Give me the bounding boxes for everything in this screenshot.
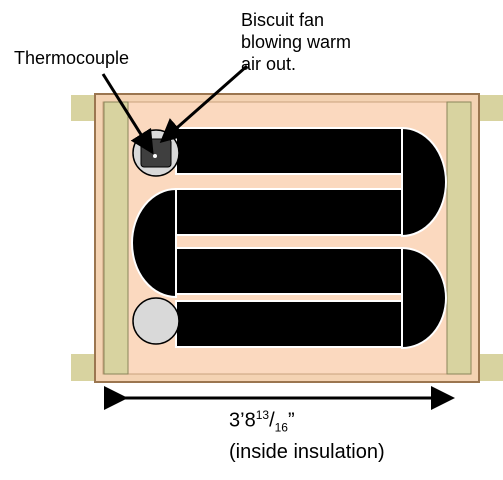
fan-label-line-2: blowing warm	[241, 32, 352, 52]
fan-label: Biscuit fan blowing warm air out.	[241, 9, 351, 75]
thermocouple-dot	[153, 154, 157, 158]
dimension-numerator: 13	[255, 408, 270, 422]
heater-run-4	[175, 300, 403, 348]
fan-label-line-3: air out.	[241, 54, 297, 74]
inner-stud-left	[103, 101, 129, 375]
stud-top-right	[478, 95, 503, 121]
stud-bottom-left	[71, 354, 96, 381]
thermocouple-leader-arrow	[101, 73, 154, 155]
thermocouple-label: Thermocouple	[14, 48, 130, 68]
fan-label-line-1: Biscuit fan	[241, 10, 325, 30]
fan-circle-bottom	[132, 297, 180, 345]
heater-bend-right-top	[401, 126, 447, 238]
dimension-inch-mark: ”	[287, 409, 295, 432]
heater-bend-left-middle	[131, 187, 177, 299]
heater-run-1	[175, 127, 403, 175]
stud-top-left	[71, 95, 96, 121]
dimension-note: (inside insulation)	[229, 441, 385, 463]
heater-run-2	[175, 188, 403, 236]
stud-bottom-right	[478, 354, 503, 381]
dimension-feet: 3’8	[229, 409, 256, 432]
dimension-denominator: 16	[274, 420, 288, 435]
dimension-label: 3’813/16”	[229, 404, 295, 439]
heater-bend-right-bottom	[401, 246, 447, 350]
dimension-separator: /	[269, 409, 275, 432]
inner-stud-right	[446, 101, 472, 375]
heater-run-3	[175, 247, 403, 295]
fan-leader-arrow	[159, 64, 248, 143]
